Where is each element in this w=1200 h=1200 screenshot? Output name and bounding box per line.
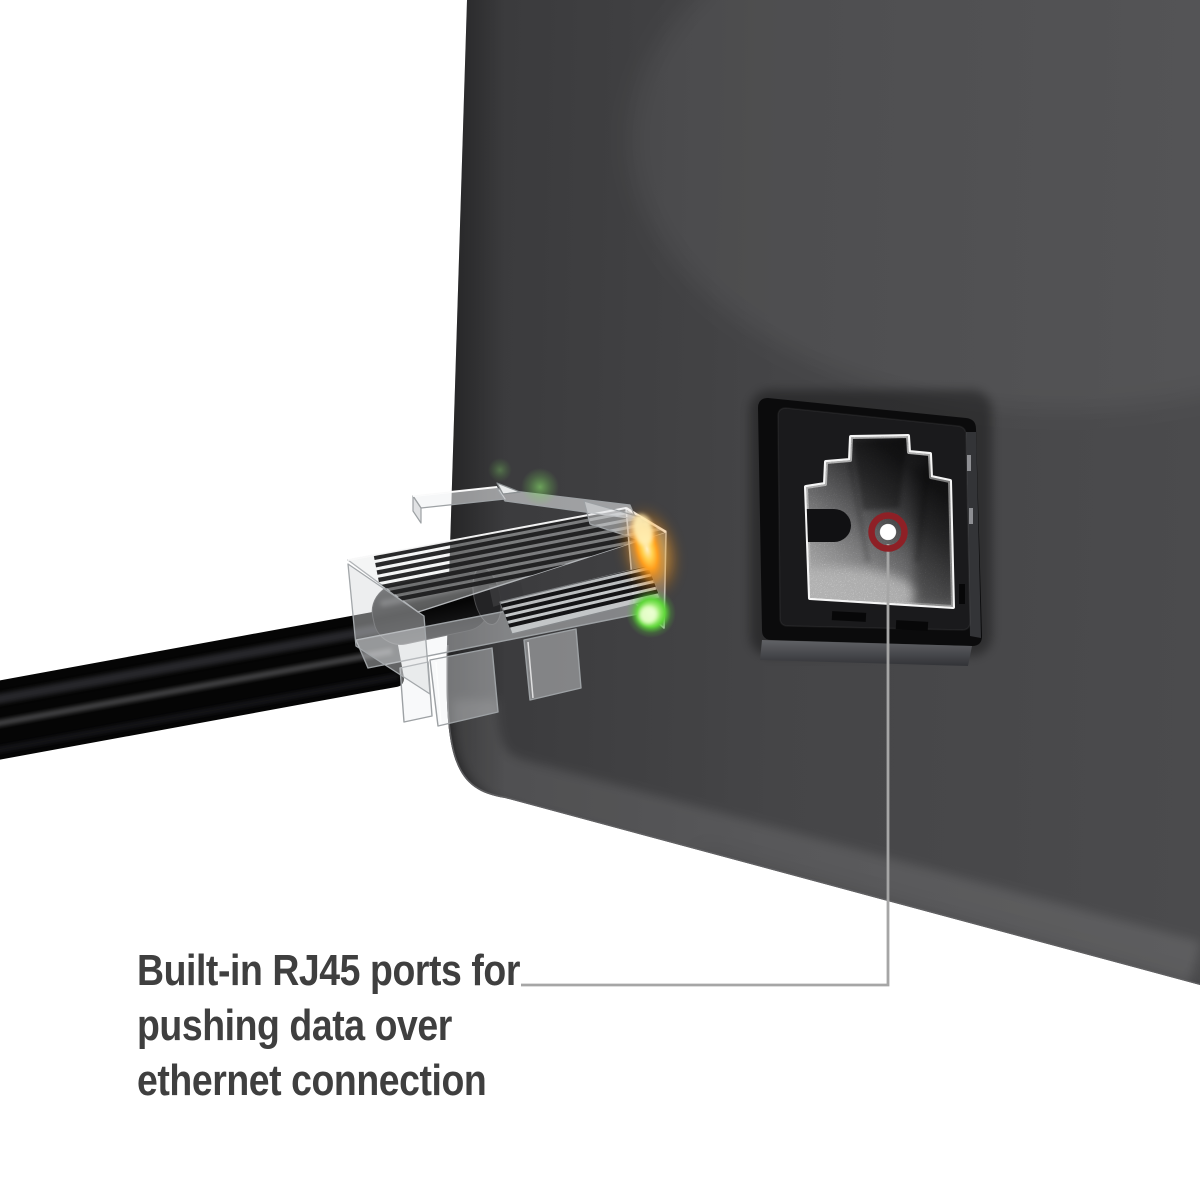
ethernet-cable (0, 609, 405, 763)
port-side-slot-highlight (969, 508, 973, 524)
port-bottom-tab (895, 620, 929, 631)
latch-arrow-notch (496, 482, 521, 495)
panel-bottom-edge-highlight (446, 644, 1200, 985)
port-side-slot-highlight (967, 455, 971, 471)
callout-line (521, 544, 890, 987)
panel-bottom-bevel-glow (451, 699, 1200, 985)
caption: Built-in RJ45 ports for pushing data ove… (137, 943, 520, 1108)
rj45-transparent-plug (347, 458, 682, 727)
green-reflection-glow (521, 468, 559, 506)
caption-line-1: Built-in RJ45 ports for (137, 946, 520, 995)
port-recess-right-wall (966, 432, 981, 638)
caption-line-3: ethernet connection (137, 1056, 487, 1105)
target-marker-icon (868, 512, 908, 552)
port-side-notch (959, 584, 965, 604)
port-bottom-tab (831, 611, 867, 622)
link-led-glows (488, 458, 682, 638)
marker-dot (879, 523, 897, 541)
plug-top-edge-highlight (347, 507, 627, 561)
marker-ring (868, 512, 908, 552)
port-recess-bottom-wall (760, 640, 972, 666)
plug-left-face (347, 563, 431, 695)
cable-gloss-highlight (0, 648, 393, 732)
caption-line-2: pushing data over (137, 1001, 452, 1050)
port-latch-slot (806, 508, 852, 542)
